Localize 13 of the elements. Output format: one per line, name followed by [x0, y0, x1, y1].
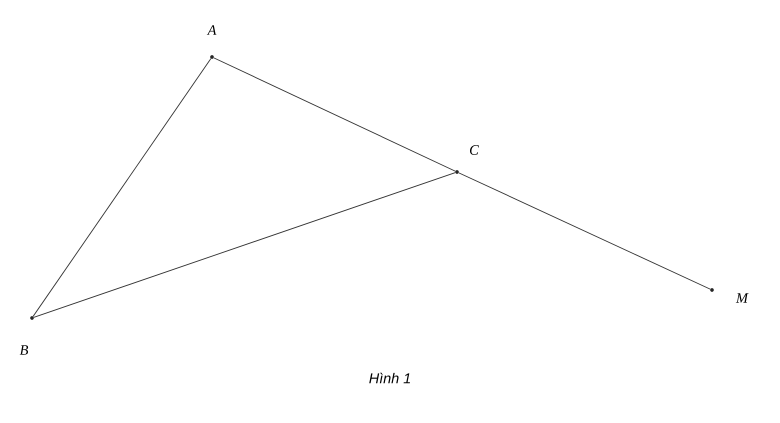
point: C: [455, 145, 479, 174]
caption: Hình 1: [369, 372, 410, 384]
segment: [33, 172, 456, 318]
node-label: C: [470, 145, 479, 155]
point: M: [710, 288, 749, 303]
node-label: B: [20, 345, 28, 355]
node-label: A: [206, 25, 216, 35]
node-label: M: [736, 293, 749, 303]
point: B: [20, 316, 34, 355]
segment: [32, 58, 212, 317]
point: A: [206, 25, 216, 59]
segment: [213, 57, 456, 172]
segment: [458, 172, 711, 290]
